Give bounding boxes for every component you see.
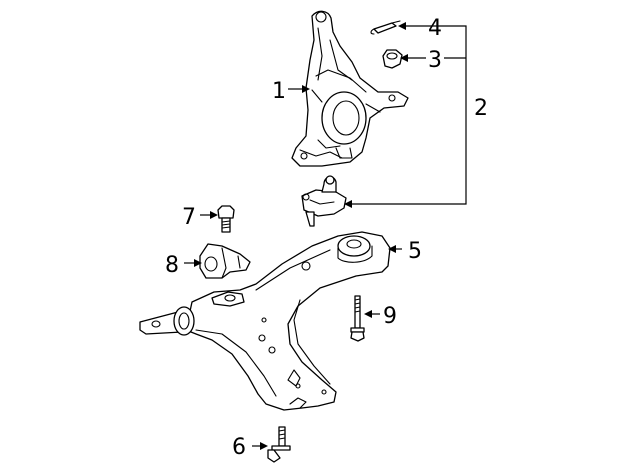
lower-control-arm [139, 231, 391, 411]
callout-5: 5 [408, 239, 422, 264]
callout-8: 8 [165, 253, 179, 278]
bolt-flange [217, 205, 235, 233]
bracket [199, 243, 251, 279]
leader-lines [184, 22, 467, 450]
callout-1: 1 [272, 79, 286, 104]
callout-9: 9 [383, 304, 397, 329]
callout-2: 2 [474, 96, 488, 121]
ball-joint [301, 175, 347, 227]
cotter-pin [370, 20, 401, 35]
callout-4: 4 [428, 16, 442, 41]
callout-7: 7 [182, 205, 196, 230]
long-bolt [350, 295, 365, 342]
callout-6: 6 [232, 435, 246, 460]
steering-knuckle [291, 10, 409, 167]
nut [382, 49, 403, 69]
bolt-lower [267, 426, 291, 463]
callout-3: 3 [428, 48, 442, 73]
